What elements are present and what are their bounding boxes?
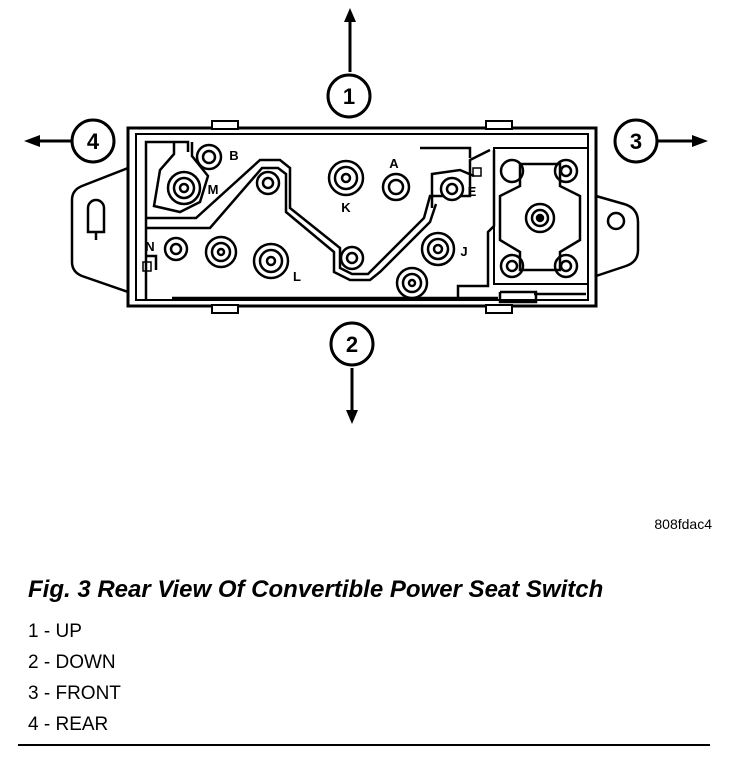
legend-number: 3 — [28, 683, 39, 704]
callout-4: 4 — [70, 118, 116, 164]
legend-item: 3 - FRONT — [28, 683, 121, 704]
bottom-rule — [18, 744, 710, 746]
legend: 1 - UP 2 - DOWN 3 - FRONT 4 - REAR — [28, 620, 121, 744]
legend-text: DOWN — [55, 652, 116, 673]
terminal-k — [327, 159, 365, 197]
terminal-label-n: N — [145, 239, 154, 254]
terminal-label-l: L — [293, 269, 301, 284]
terminal-j — [420, 231, 456, 267]
legend-item: 4 - REAR — [28, 714, 109, 735]
legend-text: FRONT — [55, 683, 121, 704]
legend-text: UP — [55, 621, 82, 642]
terminal-unlabeled-2 — [204, 235, 238, 269]
legend-number: 2 — [28, 652, 39, 673]
mounting-ear-right — [595, 194, 640, 278]
terminal-unlabeled-1 — [255, 170, 281, 196]
legend-number: 4 — [28, 714, 39, 735]
terminal-label-b: B — [229, 148, 238, 163]
terminal-a — [381, 172, 411, 202]
callout-2-label: 2 — [346, 332, 358, 357]
terminal-n — [163, 236, 189, 262]
figure-caption: Fig. 3 Rear View Of Convertible Power Se… — [28, 576, 604, 603]
terminal-label-e: E — [468, 184, 477, 199]
connector-block — [493, 147, 589, 285]
terminals — [163, 143, 465, 300]
power-seat-switch-diagram: 1 2 3 4 — [24, 8, 708, 424]
terminal-label-j: J — [460, 244, 467, 259]
terminal-unlabeled-3 — [339, 245, 365, 271]
terminal-label-a: A — [389, 156, 399, 171]
terminal-b — [195, 143, 223, 171]
arrow-down — [346, 368, 358, 424]
arrow-right — [658, 135, 708, 147]
terminal-label-m: M — [208, 182, 219, 197]
figure-id: 808fdac4 — [654, 516, 712, 532]
callout-3-label: 3 — [630, 129, 642, 154]
mounting-ear-left — [70, 166, 129, 294]
legend-number: 1 — [28, 621, 39, 642]
arrow-up — [344, 8, 356, 72]
arrow-left — [24, 135, 72, 147]
legend-item: 1 - UP — [28, 621, 82, 642]
terminal-labels: A B E J K L M N — [145, 148, 476, 284]
terminal-label-k: K — [341, 200, 351, 215]
legend-item: 2 - DOWN — [28, 652, 116, 673]
legend-text: REAR — [55, 714, 109, 735]
callout-4-label: 4 — [87, 129, 100, 154]
callout-3: 3 — [613, 118, 659, 164]
callout-2: 2 — [329, 321, 375, 367]
callout-1-label: 1 — [343, 84, 355, 109]
callout-1: 1 — [326, 73, 372, 119]
terminal-l — [252, 242, 290, 280]
terminal-unlabeled-4 — [395, 266, 429, 300]
terminal-e — [439, 176, 465, 202]
terminal-m — [166, 170, 202, 206]
